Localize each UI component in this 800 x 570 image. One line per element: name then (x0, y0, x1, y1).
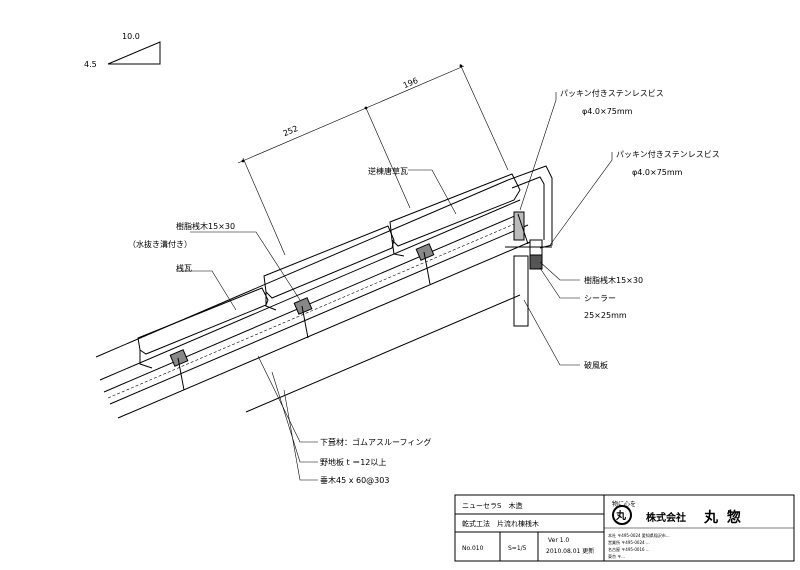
label-ridge-tile: 逆棟唐草瓦 (368, 166, 408, 176)
tb-number: No.010 (462, 545, 484, 552)
tb-method: 乾式工法 片流れ棟桟木 (462, 519, 539, 528)
tb-address-3: 名古屋 〒495-0016 ... (608, 546, 650, 552)
label-screw1-size: φ4.0×75mm (582, 107, 633, 116)
label-sheathing: 野地板 t ＝12以上 (320, 457, 386, 467)
label-screw2-size: φ4.0×75mm (632, 168, 683, 177)
ridge-cap-outline (507, 165, 553, 249)
label-sealer: シーラー (584, 294, 616, 303)
slope-triangle (107, 41, 161, 65)
sheathing-top (109, 224, 529, 405)
leader-batten-right (539, 261, 580, 281)
leader-lines (176, 92, 613, 481)
label-screw2: パッキン付きステンレスビス (616, 149, 720, 159)
tb-date: 2010.08.01 更新 (546, 547, 594, 555)
label-tile: 桟瓦 (176, 263, 192, 273)
batten-1 (169, 349, 189, 367)
barge-board (513, 255, 529, 327)
dimension-ext-left (242, 157, 286, 256)
tiles (137, 173, 521, 369)
leader-sealer (539, 267, 580, 299)
label-drain-groove: （水抜き溝付き） (128, 239, 192, 249)
tile-1-lip (139, 350, 153, 369)
dimension-main-line (237, 65, 465, 164)
underlay-top-line (99, 199, 521, 381)
dimension-ext-mid (365, 107, 411, 209)
dimension-lines: 252 196 (237, 63, 509, 256)
tb-address-1: 本社 〒495-0024 愛知県稲沢市... (608, 532, 670, 538)
label-rafter: 垂木45 x 60@303 (320, 475, 389, 485)
dimension-ext-right (459, 63, 509, 171)
underlay-line-2 (103, 211, 525, 393)
underlay-hatch (107, 218, 527, 399)
label-barge-board: 破風板 (584, 360, 608, 370)
annotation-labels: 逆棟唐草瓦 樹脂桟木15×30 （水抜き溝付き） 桟瓦 パッキン付きステンレスビ… (128, 88, 720, 485)
label-batten-top: 樹脂桟木15×30 (176, 221, 235, 231)
batten-3 (415, 243, 435, 261)
slope-legend: 10.0 4.5 (84, 32, 161, 69)
company-logo-char: 丸 (615, 509, 627, 522)
dimension-252: 252 (282, 124, 300, 138)
dimension-dot-right (459, 64, 463, 68)
dimension-dot-left (241, 159, 245, 163)
leader-screw1 (519, 92, 557, 211)
leader-barge (523, 299, 580, 366)
dimension-dot-mid (364, 106, 368, 110)
tb-company-name: 丸 惣 (703, 509, 743, 526)
tb-motto: 物に心を (612, 500, 636, 508)
tile-3-ridge (389, 173, 521, 247)
ridge-cap-inner (511, 176, 545, 240)
tb-product: ニューセラS 木造 (462, 501, 522, 510)
leader-ridge-tile (408, 169, 457, 215)
rafter-bottom (245, 294, 521, 413)
leader-batten (190, 231, 301, 301)
screw-1 (517, 213, 529, 245)
slope-rise-label: 4.5 (84, 60, 97, 69)
batten-2 (293, 297, 313, 315)
leader-sheathing (271, 371, 318, 463)
label-underlay: 下葺材：ゴムアスルーフィング (320, 437, 431, 447)
title-block: ニューセラS 木造 乾式工法 片流れ棟桟木 No.010 S=1/5 Ver 1… (454, 494, 795, 562)
tb-scale: S=1/5 (508, 545, 527, 552)
label-batten-right: 樹脂桟木15×30 (584, 275, 643, 285)
leader-tile (176, 270, 237, 311)
tb-address-2: 営業所 〒495-0024 ... (608, 539, 650, 545)
company-logo-seal (612, 505, 632, 525)
label-sealer-size: 25×25mm (584, 311, 627, 320)
tile-1 (137, 287, 269, 355)
screw-batten-1 (177, 357, 185, 391)
tile-3-lip (391, 239, 405, 257)
tile-2-lip (265, 292, 277, 311)
leader-underlay (257, 355, 318, 443)
leader-rafter (283, 389, 318, 481)
screw-batten-3 (423, 251, 431, 285)
sheathing-bottom (117, 241, 531, 419)
screw-batten-2 (301, 305, 309, 339)
roof-layers (95, 179, 531, 419)
ridge-batten (513, 211, 525, 241)
label-screw1: パッキン付きステンレスビス (560, 88, 664, 98)
dimension-196: 196 (402, 76, 420, 90)
battens (169, 213, 529, 391)
slope-run-label: 10.0 (122, 32, 140, 41)
tb-address-4: 東京 〒... (608, 553, 625, 559)
tb-company-prefix: 株式会社 (646, 511, 686, 524)
ridge-assembly (505, 165, 553, 327)
tb-version: Ver 1.0 (548, 537, 569, 544)
leader-screw2 (549, 152, 613, 246)
